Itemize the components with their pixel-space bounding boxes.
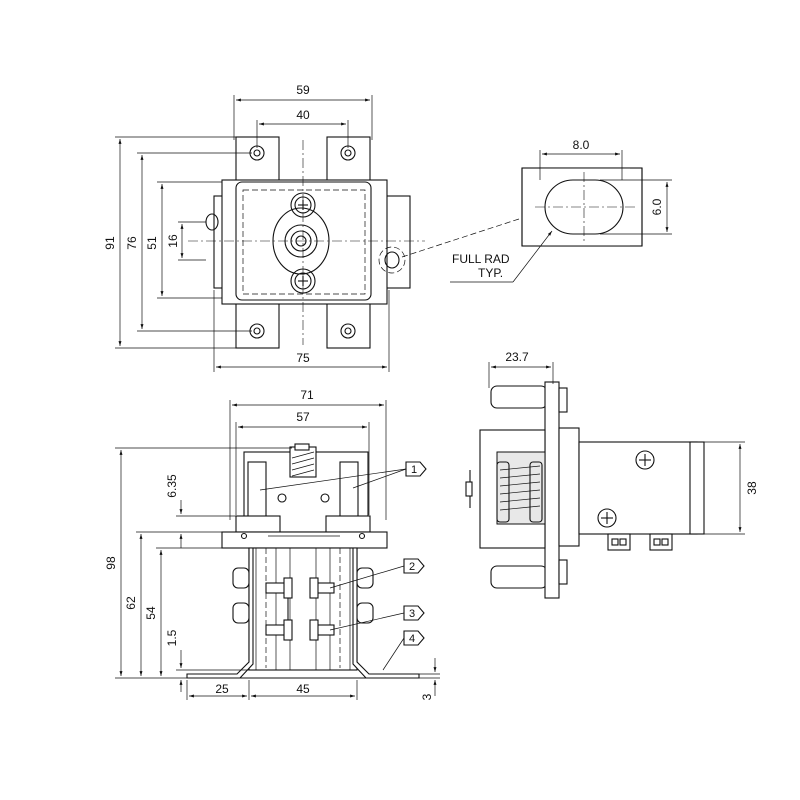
- detail-slot: [544, 179, 624, 235]
- side-tab-terminals: [607, 533, 673, 551]
- dim-38: 38: [745, 481, 759, 495]
- dim-54: 54: [144, 606, 158, 620]
- top-terminal-outer: [284, 224, 318, 258]
- front-foot-right: [352, 547, 420, 679]
- dim-16: 16: [166, 234, 180, 248]
- callout-4: 4: [382, 630, 425, 671]
- top-screw-upper: [290, 192, 316, 218]
- dim-1-5: 1.5: [165, 629, 179, 646]
- side-stud-lower: [490, 565, 548, 589]
- top-bracket-bl: [235, 301, 280, 349]
- dim-45: 45: [296, 682, 310, 696]
- dim-91: 91: [103, 236, 117, 250]
- dim-51: 51: [145, 236, 159, 250]
- side-stud-upper: [490, 385, 548, 409]
- dim-62: 62: [124, 596, 138, 610]
- front-stud-right: [339, 461, 359, 521]
- side-coil-body: [578, 441, 698, 535]
- front-nut-right: [325, 515, 371, 533]
- side-screw-upper: [635, 450, 655, 470]
- side-flange: [544, 381, 560, 599]
- front-nut-left: [235, 515, 281, 533]
- top-hidden-outline: [242, 189, 366, 295]
- svg-text:1: 1: [411, 464, 417, 476]
- note-typ: TYP.: [478, 266, 503, 280]
- svg-text:2: 2: [409, 561, 415, 573]
- callout-3: 3: [329, 605, 425, 631]
- front-flange: [221, 531, 388, 549]
- front-side-screws: [232, 567, 374, 624]
- front-stud-left: [247, 461, 267, 521]
- svg-text:4: 4: [409, 633, 415, 645]
- dim-6-0: 6.0: [650, 198, 664, 215]
- top-center-boss: [272, 207, 330, 275]
- top-slot-right: [384, 251, 400, 269]
- top-body: [221, 179, 388, 305]
- dim-98: 98: [104, 556, 118, 570]
- top-screw-lower: [290, 268, 316, 294]
- dim-75: 75: [296, 351, 310, 365]
- top-bracket-br: [326, 301, 371, 349]
- side-view: 23.7 38: [465, 350, 759, 599]
- dim-57: 57: [296, 410, 310, 424]
- dim-71: 71: [300, 388, 314, 402]
- note-full-rad: FULL RAD: [452, 252, 510, 266]
- front-spring: [289, 446, 317, 478]
- front-tab-terminals: [265, 577, 335, 641]
- slot-detail: 8.0 6.0 FULL RAD TYP.: [450, 138, 672, 283]
- dim-6-35: 6.35: [165, 474, 179, 498]
- dim-8-0: 8.0: [573, 138, 590, 152]
- front-lower-body: [248, 547, 358, 671]
- side-rear-collar: [558, 427, 580, 547]
- top-bracket-tr: [326, 136, 371, 186]
- dim-3: 3: [420, 693, 434, 700]
- dim-40: 40: [296, 108, 310, 122]
- dim-59: 59: [296, 83, 310, 97]
- dim-25: 25: [215, 682, 229, 696]
- svg-text:3: 3: [409, 608, 415, 620]
- callout-2: 2: [329, 558, 425, 589]
- front-view: 71 57 98 62 54 6.35 1.5 25 4: [104, 388, 440, 700]
- side-screw-lower: [597, 508, 617, 528]
- dim-23-7: 23.7: [505, 350, 529, 364]
- callout-1: 1: [259, 461, 427, 491]
- top-view: 59 40 91 76 51 16 75: [103, 83, 523, 372]
- side-spring-pocket: [496, 451, 546, 525]
- top-bracket-tl: [235, 136, 280, 186]
- top-ear-right: [385, 195, 411, 289]
- dim-76: 76: [125, 236, 139, 250]
